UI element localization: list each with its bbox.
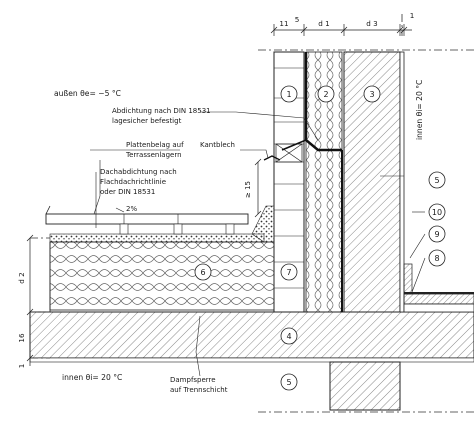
inside-temperature-right: innen θi= 20 °C [415,80,424,140]
break-line [45,205,51,312]
inside-temperature-bottom: innen θi= 20 °C [62,373,122,382]
svg-text:7: 7 [286,268,291,277]
dim-top-5: 5 [295,15,300,24]
label-slope: 2% [126,205,137,213]
pedestal [173,223,183,235]
dim-top-d3: d 3 [366,19,377,28]
label-dachabdichtung-2: Flachdachrichtlinie [100,178,166,186]
interior-plaster [399,51,405,313]
interior-insulation [403,303,474,313]
lower-wall [329,361,401,411]
svg-text:8: 8 [434,254,439,263]
marker-7: 7 [280,263,298,281]
svg-text:5: 5 [434,176,439,185]
marker-2: 2 [317,85,335,103]
marker-9: 9 [428,225,446,243]
marker-1: 1 [280,85,298,103]
svg-text:2: 2 [323,90,328,99]
floor-slab [29,311,474,359]
label-plattenbelag-1: Plattenbelag auf [126,141,184,149]
kantblech-cap [263,155,281,161]
outside-temperature: außen θe= −5 °C [54,89,121,98]
wall-waterproofing [304,52,342,152]
svg-text:4: 4 [286,332,291,341]
marker-8: 8 [428,249,446,267]
label-dachabdichtung-3: oder DIN 18531 [100,188,155,196]
roof-insulation [49,241,275,311]
dim-left-16: 16 [17,333,26,343]
label-abdichtung-1: Abdichtung nach DIN 18531 [112,107,211,115]
marker-5-right: 5 [428,171,446,189]
skirting-board [403,263,413,295]
pedestal [225,223,235,235]
label-plattenbelag-2: Terrassenlagern [125,151,182,159]
label-dampfsperre-1: Dampfsperre [170,376,216,384]
pedestal [119,223,129,235]
label-upstand: ≥ 15 [244,181,252,198]
dim-left-1: 1 [17,364,26,369]
svg-text:6: 6 [200,268,205,277]
dim-left-d2: d 2 [17,272,26,283]
left-dimension [26,234,34,366]
marker-4: 4 [280,327,298,345]
paving-slab [45,213,249,225]
support-block-x [275,143,303,163]
svg-text:1: 1 [286,90,291,99]
svg-text:10: 10 [432,208,442,217]
dim-top-1: 1 [410,11,415,20]
label-kantblech: Kantblech [200,141,235,149]
upstand-dimension [254,158,262,218]
label-abdichtung-2: lagesicher befestigt [112,117,182,125]
centerlines [30,14,474,413]
svg-text:9: 9 [434,230,439,239]
dim-top-d1: d 1 [318,19,329,28]
dim-top-11: 11 [279,19,288,28]
edge-strip [404,292,474,294]
interior-screed [403,293,474,305]
label-dampfsperre-2: auf Trennschicht [170,386,228,394]
leader-lines [90,111,426,377]
label-dachabdichtung-1: Dachabdichtung nach [100,168,177,176]
marker-10: 10 [428,203,446,221]
top-dimension [270,24,412,36]
marker-3: 3 [363,85,381,103]
flashing-slope [281,139,307,151]
svg-text:5: 5 [286,378,291,387]
svg-text:3: 3 [369,90,374,99]
ceiling-strip [29,357,474,363]
marker-5-lower: 5 [280,373,298,391]
marker-6: 6 [194,263,212,281]
roof-membrane [49,233,265,243]
